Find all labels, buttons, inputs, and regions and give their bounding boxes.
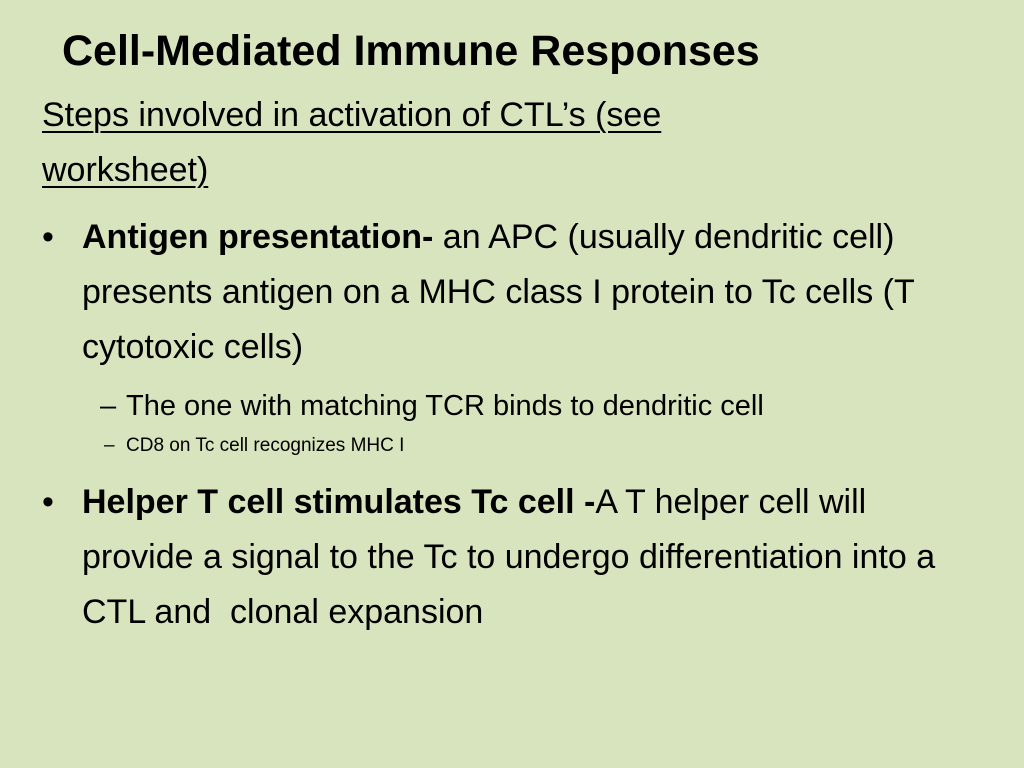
bullet-marker: • [42,218,54,256]
bullet-marker: • [42,483,54,521]
bullet-helper-t-cell: • Helper T cell stimulates Tc cell -A T h… [42,475,962,640]
bullet-antigen-presentation: • Antigen presentation- an APC (usually d… [42,210,997,375]
subitem-text: CD8 on Tc cell recognizes MHC I [126,435,405,456]
bullet-text: A T helper cell will provide a signal to… [82,483,945,631]
bullet-bold-lead: Helper T cell stimulates Tc cell - [82,483,596,521]
subitem-cd8: –CD8 on Tc cell recognizes MHC I [42,431,997,461]
subitem-text: The one with matching TCR binds to dendr… [126,390,764,422]
subheading: Steps involved in activation of CTL’s (s… [42,96,662,189]
subitem-matching-tcr: –The one with matching TCR binds to dend… [42,385,997,427]
slide-content: Steps involved in activation of CTL’s (s… [42,88,997,640]
slide-title: Cell-Mediated Immune Responses [62,27,760,75]
subitem-marker: – [100,390,117,422]
bullet-text: an APC (usually dendritic cell) presents… [82,218,924,366]
bullet-bold-lead: Antigen presentation- [82,218,434,256]
subitem-marker: – [104,435,115,456]
